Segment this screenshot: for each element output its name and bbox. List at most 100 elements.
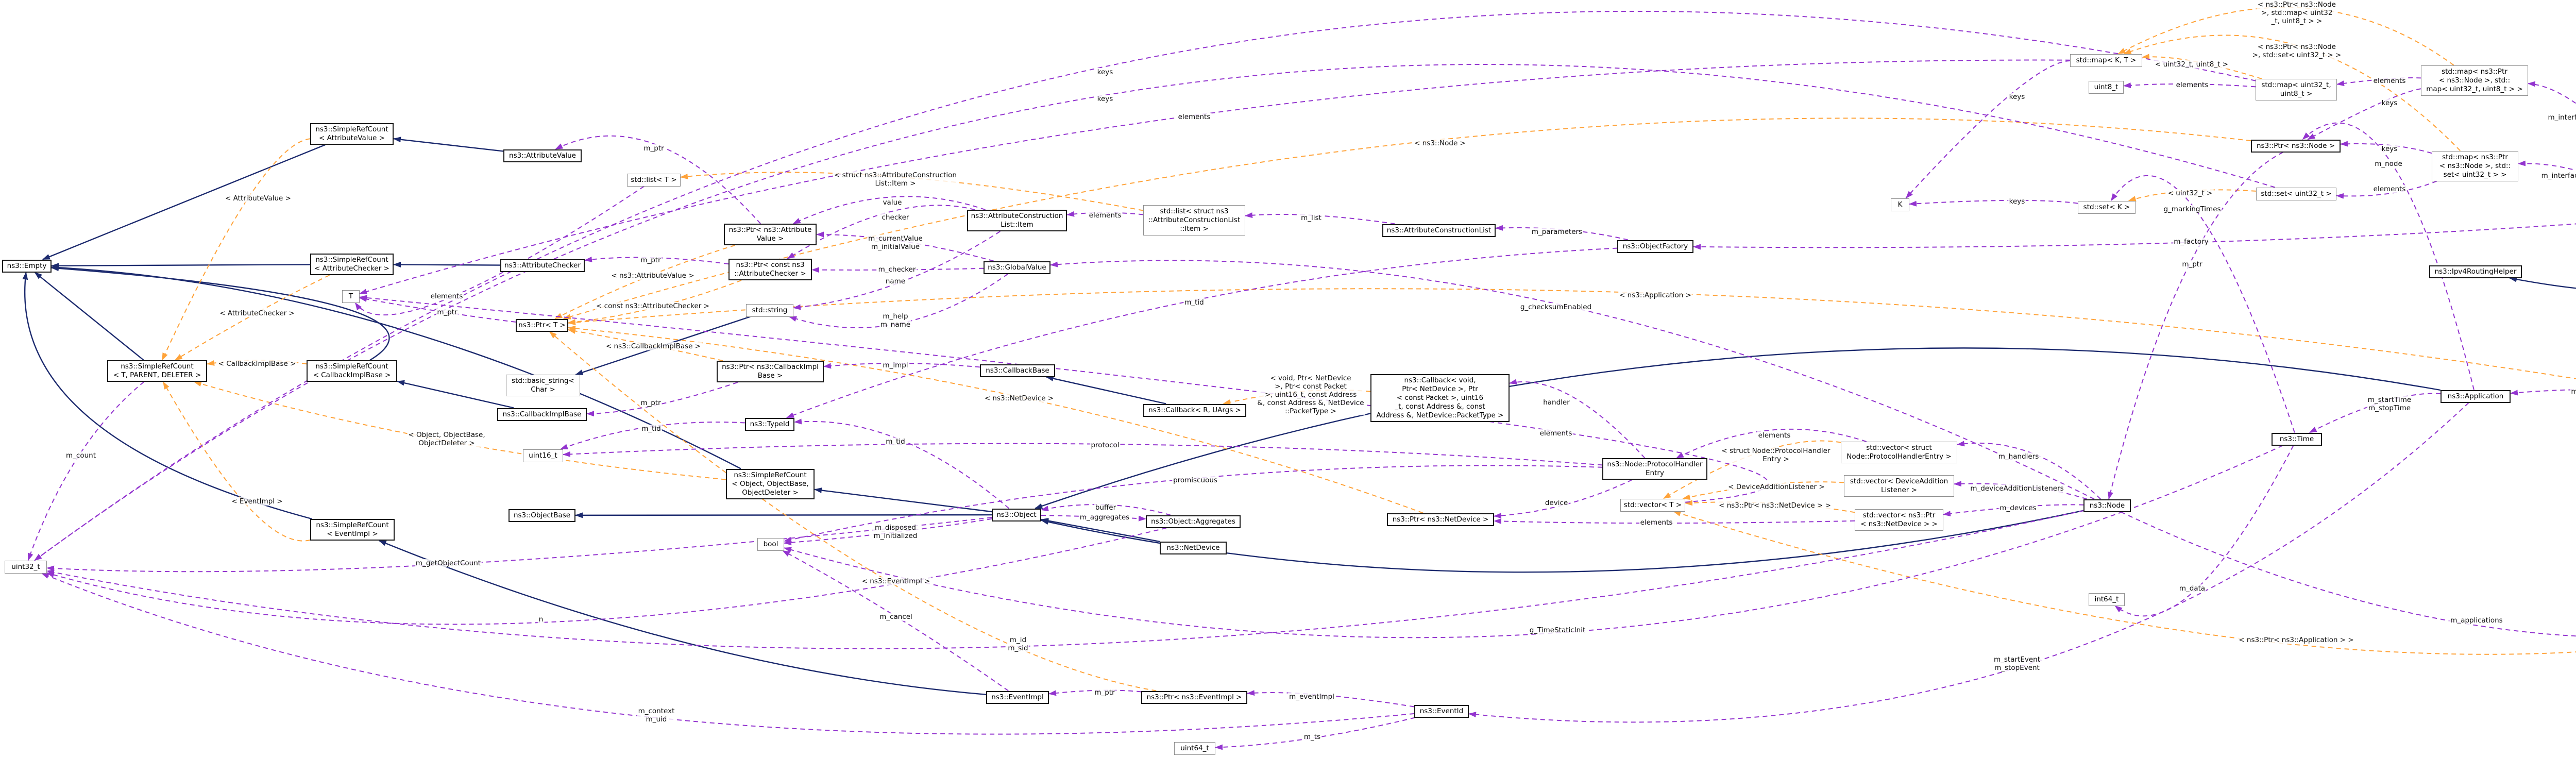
class-node-ptrNode[interactable]: ns3::Ptr< ns3::Node >: [2251, 139, 2341, 153]
class-node-attrValue[interactable]: ns3::AttributeValue: [503, 149, 582, 162]
class-node-ptrNetDevice[interactable]: ns3::Ptr< ns3::NetDevice >: [1387, 513, 1494, 526]
class-node-int64[interactable]: int64_t: [2089, 593, 2125, 606]
class-node-label: ns3::AttributeChecker: [504, 261, 581, 270]
class-node-srcTPD[interactable]: ns3::SimpleRefCount< T, PARENT, DELETER …: [107, 360, 207, 382]
edge-vecDAL-vecT: [1682, 481, 1844, 500]
edge-label-pheEntry-uint16: protocol: [1090, 441, 1121, 449]
class-node-callbackBase[interactable]: ns3::CallbackBase: [980, 364, 1055, 377]
edge-label-line: &, const Address &, NetDevice: [1257, 399, 1364, 407]
class-node-mapPtrMap[interactable]: std::map< ns3::Ptr< ns3::Node >, std::ma…: [2421, 65, 2528, 96]
class-node-stdString[interactable]: std::string: [746, 304, 793, 317]
class-node-label: ns3::CallbackImplBase: [502, 410, 582, 418]
class-node-label: ns3::AttributeConstruction: [971, 212, 1063, 220]
edge-label-line: m_startTime: [2367, 396, 2412, 404]
edge-ptrAttrValue-attrValue: [555, 135, 761, 224]
class-node-boolBox[interactable]: bool: [757, 537, 784, 551]
class-node-srcEventImpl[interactable]: ns3::SimpleRefCount< EventImpl >: [310, 519, 395, 541]
edge-label-line: ::PacketType >: [1285, 407, 1336, 415]
class-node-basicString[interactable]: std::basic_string<Char >: [506, 375, 580, 396]
class-node-typeId[interactable]: ns3::TypeId: [745, 417, 794, 431]
class-node-mapU32U8[interactable]: std::map< uint32_t,uint8_t >: [2256, 79, 2337, 100]
edge-label-aclItem-ptrConstChecker: checker: [880, 213, 910, 222]
edge-label-line: < ns3::Application >: [1619, 291, 1691, 299]
class-node-label: ::AttributeChecker >: [734, 270, 806, 278]
edge-label-line: List::Item >: [875, 179, 916, 188]
edge-label-ptrAttrValue-attrValue: m_ptr: [642, 144, 665, 153]
class-node-label: < ns3::Node >, std::: [2439, 161, 2511, 170]
class-node-srcAttrChecker[interactable]: ns3::SimpleRefCount< AttributeChecker >: [310, 254, 394, 275]
edge-label-line: m_devices: [1999, 504, 2037, 512]
class-node-vecT[interactable]: std::vector< T >: [1620, 498, 1685, 512]
class-node-ptrEventImpl[interactable]: ns3::Ptr< ns3::EventImpl >: [1141, 691, 1247, 704]
class-node-tbox[interactable]: T: [342, 290, 360, 303]
edge-label-line: < ns3::Ptr< ns3::Node: [2258, 1, 2336, 9]
class-node-eventImpl[interactable]: ns3::EventImpl: [986, 691, 1049, 704]
edge-label-line: m_aggregates: [1079, 513, 1130, 522]
class-node-globalValue[interactable]: ns3::GlobalValue: [984, 261, 1050, 274]
edge-ptrNetDevice-ptrT: [568, 325, 1423, 514]
class-node-label: std::map< ns3::Ptr: [2442, 67, 2507, 76]
class-node-label: Address &, NetDevice::PacketType >: [1376, 411, 1504, 419]
class-node-uint8[interactable]: uint8_t: [2089, 80, 2124, 94]
edge-label-line: m_context: [638, 707, 675, 715]
class-node-srcAttrValue[interactable]: ns3::SimpleRefCount< AttributeValue >: [310, 123, 394, 145]
edge-label-line: m_currentValue: [868, 234, 923, 243]
class-node-label: std::list< T >: [631, 175, 677, 184]
class-node-srcObject[interactable]: ns3::SimpleRefCount< Object, ObjectBase,…: [726, 468, 815, 499]
class-node-netDevice[interactable]: ns3::NetDevice: [1160, 541, 1227, 554]
edge-label-mapPtrSet-ptrNode: keys: [2380, 145, 2399, 153]
class-node-cbVoid[interactable]: ns3::Callback< void,Ptr< NetDevice >, Pt…: [1370, 374, 1510, 422]
class-node-ptrConstChecker[interactable]: ns3::Ptr< const ns3::AttributeChecker >: [728, 259, 812, 280]
class-node-objectFactory[interactable]: ns3::ObjectFactory: [1617, 240, 1693, 253]
class-node-mapKT[interactable]: std::map< K, T >: [2070, 54, 2142, 67]
class-node-aggregates[interactable]: ns3::Object::Aggregates: [1146, 515, 1241, 528]
class-node-setK[interactable]: std::set< K >: [2078, 200, 2136, 214]
class-node-setU32[interactable]: std::set< uint32_t >: [2256, 187, 2336, 200]
edge-vecPtrApp-vecT: [1673, 511, 2576, 655]
class-node-object[interactable]: ns3::Object: [992, 508, 1041, 522]
class-node-ipv4RoutingHelper[interactable]: ns3::Ipv4RoutingHelper: [2429, 265, 2522, 278]
edge-label-object-uint32: m_getObjectCount: [414, 559, 482, 567]
class-node-uint64[interactable]: uint64_t: [1174, 742, 1215, 755]
class-node-kbox[interactable]: K: [1891, 198, 1909, 211]
class-node-listItem[interactable]: std::list< struct ns3::AttributeConstruc…: [1143, 205, 1245, 235]
edge-label-line: m_factory: [2174, 238, 2209, 246]
class-node-label: std::vector< ns3::Ptr: [1862, 511, 1936, 519]
class-node-label: < ns3::Node >, std::: [2438, 76, 2511, 85]
class-node-cbRUArgs[interactable]: ns3::Callback< R, UArgs >: [1143, 403, 1246, 417]
edge-label-nodeBox-vecPtrApp: m_applications: [2449, 616, 2504, 625]
class-node-nodeBox[interactable]: ns3::Node: [2083, 499, 2131, 512]
class-node-aclFull[interactable]: ns3::AttributeConstructionList: [1382, 224, 1496, 237]
class-node-listT[interactable]: std::list< T >: [627, 173, 681, 187]
edge-ptrNode-nodeBox: [2108, 152, 2283, 500]
class-node-timeBox[interactable]: ns3::Time: [2272, 432, 2322, 446]
edge-label-srcCIB-srcTPD: < CallbackImplBase >: [217, 360, 297, 368]
class-node-mapPtrSet[interactable]: std::map< ns3::Ptr< ns3::Node >, std::se…: [2432, 150, 2518, 181]
class-node-attrChecker[interactable]: ns3::AttributeChecker: [500, 259, 585, 272]
class-node-empty[interactable]: ns3::Empty: [2, 259, 52, 273]
class-node-uint32[interactable]: uint32_t: [5, 560, 47, 574]
class-node-objectBase[interactable]: ns3::ObjectBase: [509, 509, 575, 522]
edge-setK-kbox: [1909, 199, 2078, 207]
edge-vecPHE-pheEntry: [1675, 428, 1867, 459]
class-node-label: ns3::SimpleRefCount: [315, 362, 388, 371]
edge-label-aggregates-uint32: n: [537, 615, 545, 624]
class-node-ptrT[interactable]: ns3::Ptr< T >: [516, 318, 568, 332]
edge-label-mapPtrSet-setU32: elements: [2372, 185, 2407, 193]
edge-label-line: keys: [1097, 95, 1113, 103]
class-node-eventId[interactable]: ns3::EventId: [1414, 704, 1469, 718]
edge-label-line: g_TimeStaticInit: [1529, 626, 1586, 634]
edge-label-nodeBox-vecPHE: m_handlers: [1997, 452, 2040, 461]
class-node-uint16[interactable]: uint16_t: [523, 449, 563, 462]
class-node-callbackImplBase[interactable]: ns3::CallbackImplBase: [497, 408, 587, 421]
class-node-vecPtrND[interactable]: std::vector< ns3::Ptr< ns3::NetDevice > …: [1855, 509, 1943, 531]
class-node-srcCIB[interactable]: ns3::SimpleRefCount< CallbackImplBase >: [307, 360, 397, 382]
edge-mapPtrSet-setU32: [2336, 180, 2437, 199]
class-node-application[interactable]: ns3::Application: [2441, 390, 2511, 403]
